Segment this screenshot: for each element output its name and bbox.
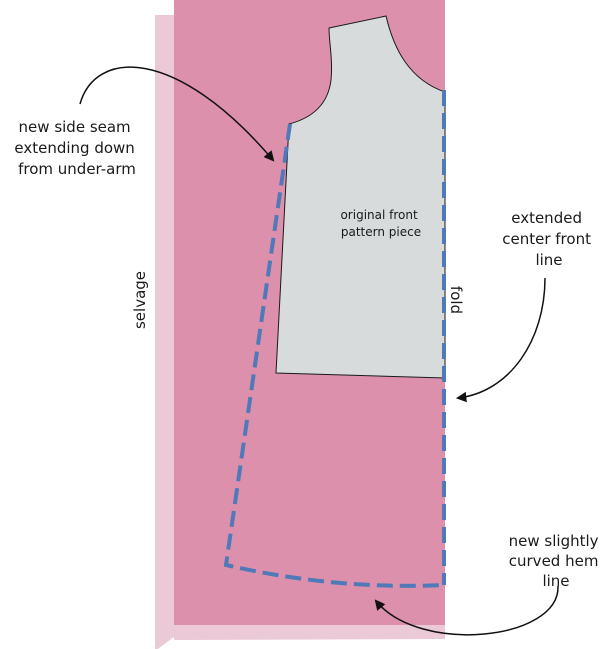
hem-arrow	[374, 585, 559, 636]
center-front-label: extended center front line	[502, 209, 596, 269]
fabric-back-layer	[155, 15, 174, 649]
original-front-pattern-piece	[275, 15, 446, 379]
new-side-seam-and-hem-line	[223, 123, 445, 588]
original-piece-label: original front pattern piece	[340, 208, 421, 239]
center-front-arrow	[455, 277, 546, 403]
fabric-back-shadow	[174, 625, 445, 640]
hem-label: new slightly curved hem line	[509, 532, 604, 590]
selvage-label: selvage	[131, 271, 149, 329]
fold-label: fold	[447, 286, 465, 314]
side-seam-arrow	[79, 66, 275, 162]
side-seam-label: new side seam extending down from under-…	[14, 118, 139, 178]
